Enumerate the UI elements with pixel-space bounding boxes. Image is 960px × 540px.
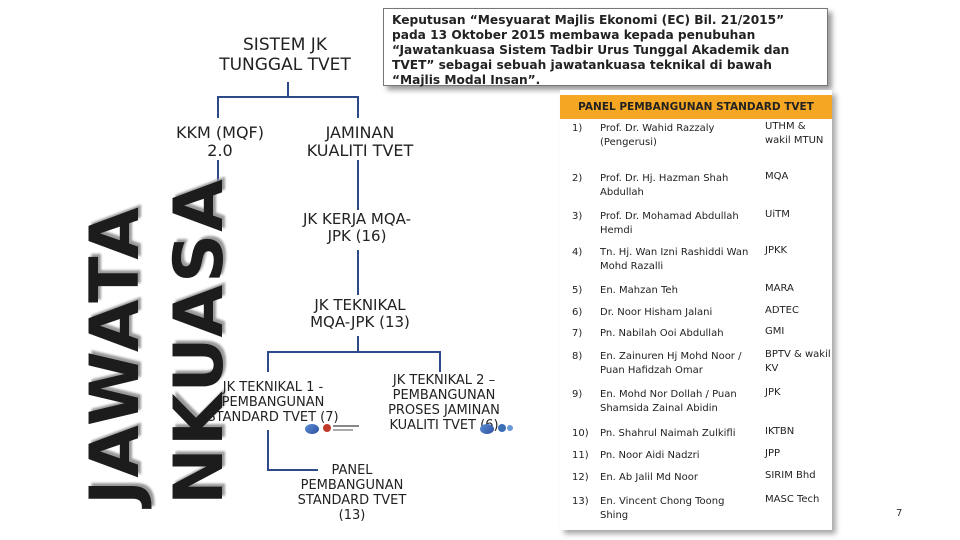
node-jk-kerja: JK KERJA MQA- JPK (16) xyxy=(282,210,432,246)
node-jaminan-kualiti: JAMINAN KUALITI TVET xyxy=(290,123,430,161)
node-jk-teknikal-2-line-2: PEMBANGUNAN xyxy=(392,387,496,403)
row-name: Prof. Dr. Mohamad Abdullah Hemdi xyxy=(600,211,739,236)
page-number: 7 xyxy=(896,508,903,519)
connector-top-bracket xyxy=(217,96,359,118)
row-organisation: GMI xyxy=(765,326,785,337)
node-jk-teknikal-1-line-1: JK TEKNIKAL 1 - xyxy=(222,380,324,395)
side-title-word-1: JAWATA xyxy=(76,205,155,505)
node-panel-line-1: PANEL xyxy=(331,463,373,478)
row-name: Tn. Hj. Wan Izni Rashiddi Wan Mohd Razal… xyxy=(600,247,749,272)
diagram-title: SISTEM JK TUNGGAL TVET xyxy=(205,35,365,75)
row-name: Pn. Nabilah Ooi Abdullah xyxy=(600,328,724,339)
title-line-1: SISTEM JK xyxy=(243,35,327,55)
row-organisation: JPKK xyxy=(765,245,788,256)
node-jaminan-line-1: JAMINAN xyxy=(325,123,395,142)
node-jk-kerja-line-2: JPK (16) xyxy=(327,227,387,246)
row-number: 1) xyxy=(572,123,583,134)
row-organisation: ADTEC xyxy=(765,305,799,316)
row-number: 3) xyxy=(572,211,583,222)
row-name: Dr. Noor Hisham Jalani xyxy=(600,307,713,318)
decision-note: Keputusan “Mesyuarat Majlis Ekonomi (EC)… xyxy=(383,8,828,87)
node-jk-teknikal-2-line-1: JK TEKNIKAL 2 – xyxy=(392,373,496,388)
row-organisation: SIRIM Bhd xyxy=(765,470,816,481)
row-organisation: UiTM xyxy=(765,209,790,220)
agency-emblem-icon xyxy=(323,424,359,432)
node-jk-teknikal-1-line-3: STANDARD TVET (7) xyxy=(207,409,339,425)
row-number: 7) xyxy=(572,328,583,339)
node-jk-teknikal: JK TEKNIKAL MQA-JPK (13) xyxy=(290,296,430,332)
node-panel-pembangunan: PANEL PEMBANGUNAN STANDARD TVET (13) xyxy=(282,463,422,524)
row-number: 9) xyxy=(572,389,583,400)
node-jk-teknikal-line-1: JK TEKNIKAL xyxy=(314,296,406,314)
node-jk-kerja-line-1: JK KERJA MQA- xyxy=(302,210,412,228)
panel-table-header: PANEL PEMBANGUNAN STANDARD TVET xyxy=(560,95,832,119)
node-jk-teknikal-1: JK TEKNIKAL 1 - PEMBANGUNAN STANDARD TVE… xyxy=(203,380,343,426)
row-name: En. Vincent Chong Toong Shing xyxy=(600,496,725,521)
row-name: En. Ab Jalil Md Noor xyxy=(600,472,698,483)
row-number: 11) xyxy=(572,450,589,461)
agency-logo-icon xyxy=(305,424,319,434)
row-organisation: JPP xyxy=(765,448,781,459)
row-number: 4) xyxy=(572,247,583,258)
node-kkm-line-2: 2.0 xyxy=(207,141,233,161)
row-name: Pn. Noor Aidi Nadzri xyxy=(600,450,700,461)
panel-table: PANEL PEMBANGUNAN STANDARD TVET 1) Prof.… xyxy=(560,90,832,530)
row-number: 10) xyxy=(572,428,589,439)
node-jk-teknikal-line-2: MQA-JPK (13) xyxy=(310,313,410,332)
node-kkm-line-1: KKM (MQF) xyxy=(176,123,264,142)
agency-logo-icon-2 xyxy=(480,424,494,434)
row-name: En. Zainuren Hj Mohd Noor / Puan Hafidza… xyxy=(600,351,742,376)
row-name: Prof. Dr. Wahid Razzaly (Pengerusi) xyxy=(600,123,715,148)
row-number: 6) xyxy=(572,307,583,318)
row-organisation: UTHM & wakil MTUN xyxy=(765,121,824,146)
row-organisation: MASC Tech xyxy=(765,494,820,505)
node-kkm-mqf: KKM (MQF) 2.0 xyxy=(155,123,285,161)
row-organisation: BPTV & wakil KV xyxy=(765,349,831,374)
row-organisation: MQA xyxy=(765,171,789,182)
node-jaminan-line-2: KUALITI TVET xyxy=(306,141,414,161)
connector-panel xyxy=(267,430,318,471)
row-name: Prof. Dr. Hj. Hazman Shah Abdullah xyxy=(600,173,729,198)
node-jk-teknikal-1-line-2: PEMBANGUNAN xyxy=(221,394,325,410)
side-title-word-2: NKUASA xyxy=(160,177,239,505)
connector-jkteknikal-children xyxy=(267,336,441,372)
row-name: En. Mahzan Teh xyxy=(600,285,678,296)
node-panel-line-4: (13) xyxy=(338,507,366,523)
row-name: En. Mohd Nor Dollah / Puan Shamsida Zain… xyxy=(600,389,737,414)
node-panel-line-2: PEMBANGUNAN xyxy=(300,477,404,493)
node-jk-teknikal-2-line-3: PROSES JAMINAN xyxy=(388,402,500,418)
row-number: 2) xyxy=(572,173,583,184)
title-line-2: TUNGGAL TVET xyxy=(219,54,351,75)
node-panel-line-3: STANDARD TVET xyxy=(297,492,407,508)
row-organisation: JPK xyxy=(765,387,781,398)
row-organisation: MARA xyxy=(765,283,794,294)
row-number: 12) xyxy=(572,472,589,483)
node-jk-teknikal-2-line-4: KUALITI TVET (6) xyxy=(389,417,499,433)
node-jk-teknikal-2: JK TEKNIKAL 2 – PEMBANGUNAN PROSES JAMIN… xyxy=(374,373,514,434)
row-organisation: IKTBN xyxy=(765,426,795,437)
row-name: Pn. Shahrul Naimah Zulkifli xyxy=(600,428,736,439)
row-number: 5) xyxy=(572,285,583,296)
row-number: 13) xyxy=(572,496,589,507)
agency-emblem-icon-2 xyxy=(498,424,513,432)
row-number: 8) xyxy=(572,351,583,362)
